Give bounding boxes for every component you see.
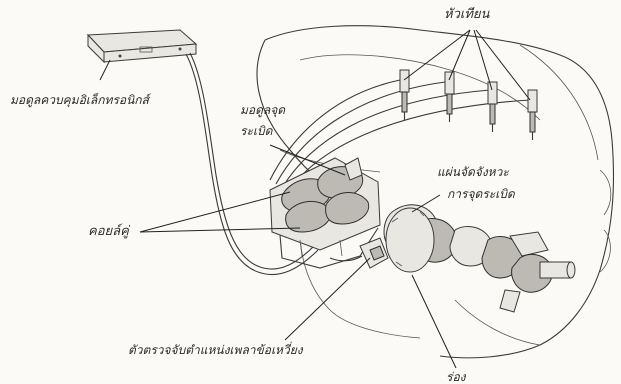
label-ignition-module-line2: ระเบิด (240, 124, 272, 138)
spark-plugs (400, 70, 537, 140)
label-slot: ร่อง (446, 370, 466, 384)
label-twin-coils: คอยล์คู่ (88, 225, 129, 239)
timing-plate (386, 208, 434, 272)
label-timing-plate-line1: แผ่นจัดจังหวะ (437, 165, 509, 179)
label-ecm: มอดูลควบคุมอิเล็กทรอนิกส์ (10, 93, 149, 107)
ecm-box (88, 30, 196, 62)
label-timing-plate-line2: การจุดระเบิด (447, 187, 515, 201)
label-crank-sensor: ตัวตรวจจับตำแหน่งเพลาข้อเหวี่ยง (128, 343, 303, 357)
label-ignition-module-line1: มอดูลจุด (240, 103, 285, 117)
label-spark-plugs: หัวเทียน (444, 8, 489, 22)
